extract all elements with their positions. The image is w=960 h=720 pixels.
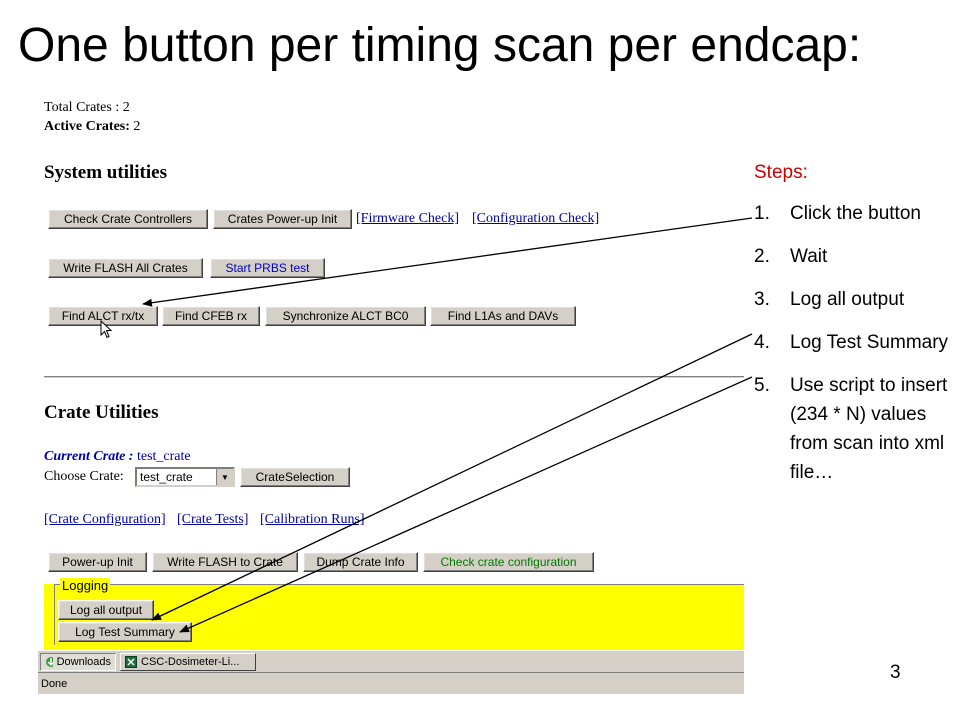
slide-title: One button per timing scan per endcap: [18, 19, 862, 72]
calibration-runs-link[interactable]: [Calibration Runs] [260, 512, 365, 527]
step-item: 4. Log Test Summary [754, 328, 954, 357]
check-crate-configuration-button[interactable]: Check crate configuration [423, 552, 594, 572]
logging-legend: Logging [60, 578, 111, 593]
steps-panel: Steps: 1. Click the button 2. Wait 3. Log a… [754, 158, 954, 501]
crate-configuration-link[interactable]: [Crate Configuration] [44, 512, 166, 527]
write-flash-to-crate-button[interactable]: Write FLASH to Crate [152, 552, 298, 572]
choose-crate-label: Choose Crate: [44, 469, 124, 484]
synchronize-alct-bc0-button[interactable]: Synchronize ALCT BC0 [265, 306, 426, 326]
web-page-screenshot: Total Crates : 2 Active Crates: 2 System… [38, 92, 744, 694]
status-bar: Done [38, 672, 744, 694]
step-item: 3. Log all output [754, 285, 954, 314]
choose-crate-value: test_crate [140, 470, 193, 484]
step-item: 5. Use script to insert (234 * N) values … [754, 371, 954, 487]
downloads-tab[interactable]: Downloads [40, 653, 116, 671]
active-crates-label: Active Crates: [44, 119, 130, 134]
chevron-down-icon[interactable]: ▼ [216, 469, 233, 485]
step-item: 1. Click the button [754, 199, 954, 228]
step-text: Log all output [790, 289, 905, 310]
current-crate: Current Crate : test_crate [44, 449, 191, 465]
step-text: Click the button [790, 203, 921, 224]
write-flash-all-crates-button[interactable]: Write FLASH All Crates [48, 258, 203, 278]
active-crates: Active Crates: 2 [44, 119, 140, 135]
crates-power-up-init-button[interactable]: Crates Power-up Init [213, 209, 352, 229]
section-divider [44, 376, 744, 378]
crate-utilities-heading: Crate Utilities [44, 402, 159, 423]
system-utilities-heading: System utilities [44, 162, 167, 183]
power-up-init-button[interactable]: Power-up Init [48, 552, 147, 572]
step-number: 3. [754, 289, 770, 310]
step-number: 1. [754, 203, 770, 224]
find-l1as-and-davs-button[interactable]: Find L1As and DAVs [430, 306, 576, 326]
dump-crate-info-button[interactable]: Dump Crate Info [303, 552, 418, 572]
step-number: 4. [754, 332, 770, 353]
excel-icon [125, 656, 137, 668]
step-text: Log Test Summary [790, 332, 949, 353]
find-cfeb-rx-button[interactable]: Find CFEB rx [162, 306, 260, 326]
step-number: 5. [754, 375, 770, 396]
active-crates-value: 2 [133, 119, 141, 134]
page-number: 3 [890, 662, 901, 683]
crate-tests-link[interactable]: [Crate Tests] [177, 512, 249, 527]
csc-dosimeter-tab-label: CSC-Dosimeter-Li... [141, 656, 240, 668]
downloads-icon [46, 657, 53, 667]
step-number: 2. [754, 246, 770, 267]
configuration-check-link[interactable]: [Configuration Check] [472, 211, 600, 226]
mouse-cursor-icon [100, 320, 113, 339]
total-crates: Total Crates : 2 [44, 100, 130, 115]
status-text: Done [41, 677, 68, 690]
choose-crate-select[interactable]: test_crate ▼ [135, 467, 235, 487]
step-item: 2. Wait [754, 242, 954, 271]
step-text: Use script to insert (234 * N) values fr… [790, 375, 948, 483]
crate-selection-button[interactable]: CrateSelection [240, 467, 350, 487]
log-test-summary-button[interactable]: Log Test Summary [58, 622, 192, 642]
current-crate-value: test_crate [136, 449, 191, 464]
start-prbs-test-button[interactable]: Start PRBS test [210, 258, 325, 278]
current-crate-label: Current Crate : [44, 449, 134, 464]
firmware-check-link[interactable]: [Firmware Check] [356, 211, 460, 226]
check-crate-controllers-button[interactable]: Check Crate Controllers [48, 209, 208, 229]
step-text: Wait [790, 246, 828, 267]
steps-heading: Steps: [754, 162, 808, 183]
downloads-tab-label: Downloads [56, 656, 111, 668]
csc-dosimeter-tab[interactable]: CSC-Dosimeter-Li... [120, 653, 256, 671]
log-all-output-button[interactable]: Log all output [58, 600, 154, 620]
download-taskbar: Downloads CSC-Dosimeter-Li... [38, 650, 744, 673]
